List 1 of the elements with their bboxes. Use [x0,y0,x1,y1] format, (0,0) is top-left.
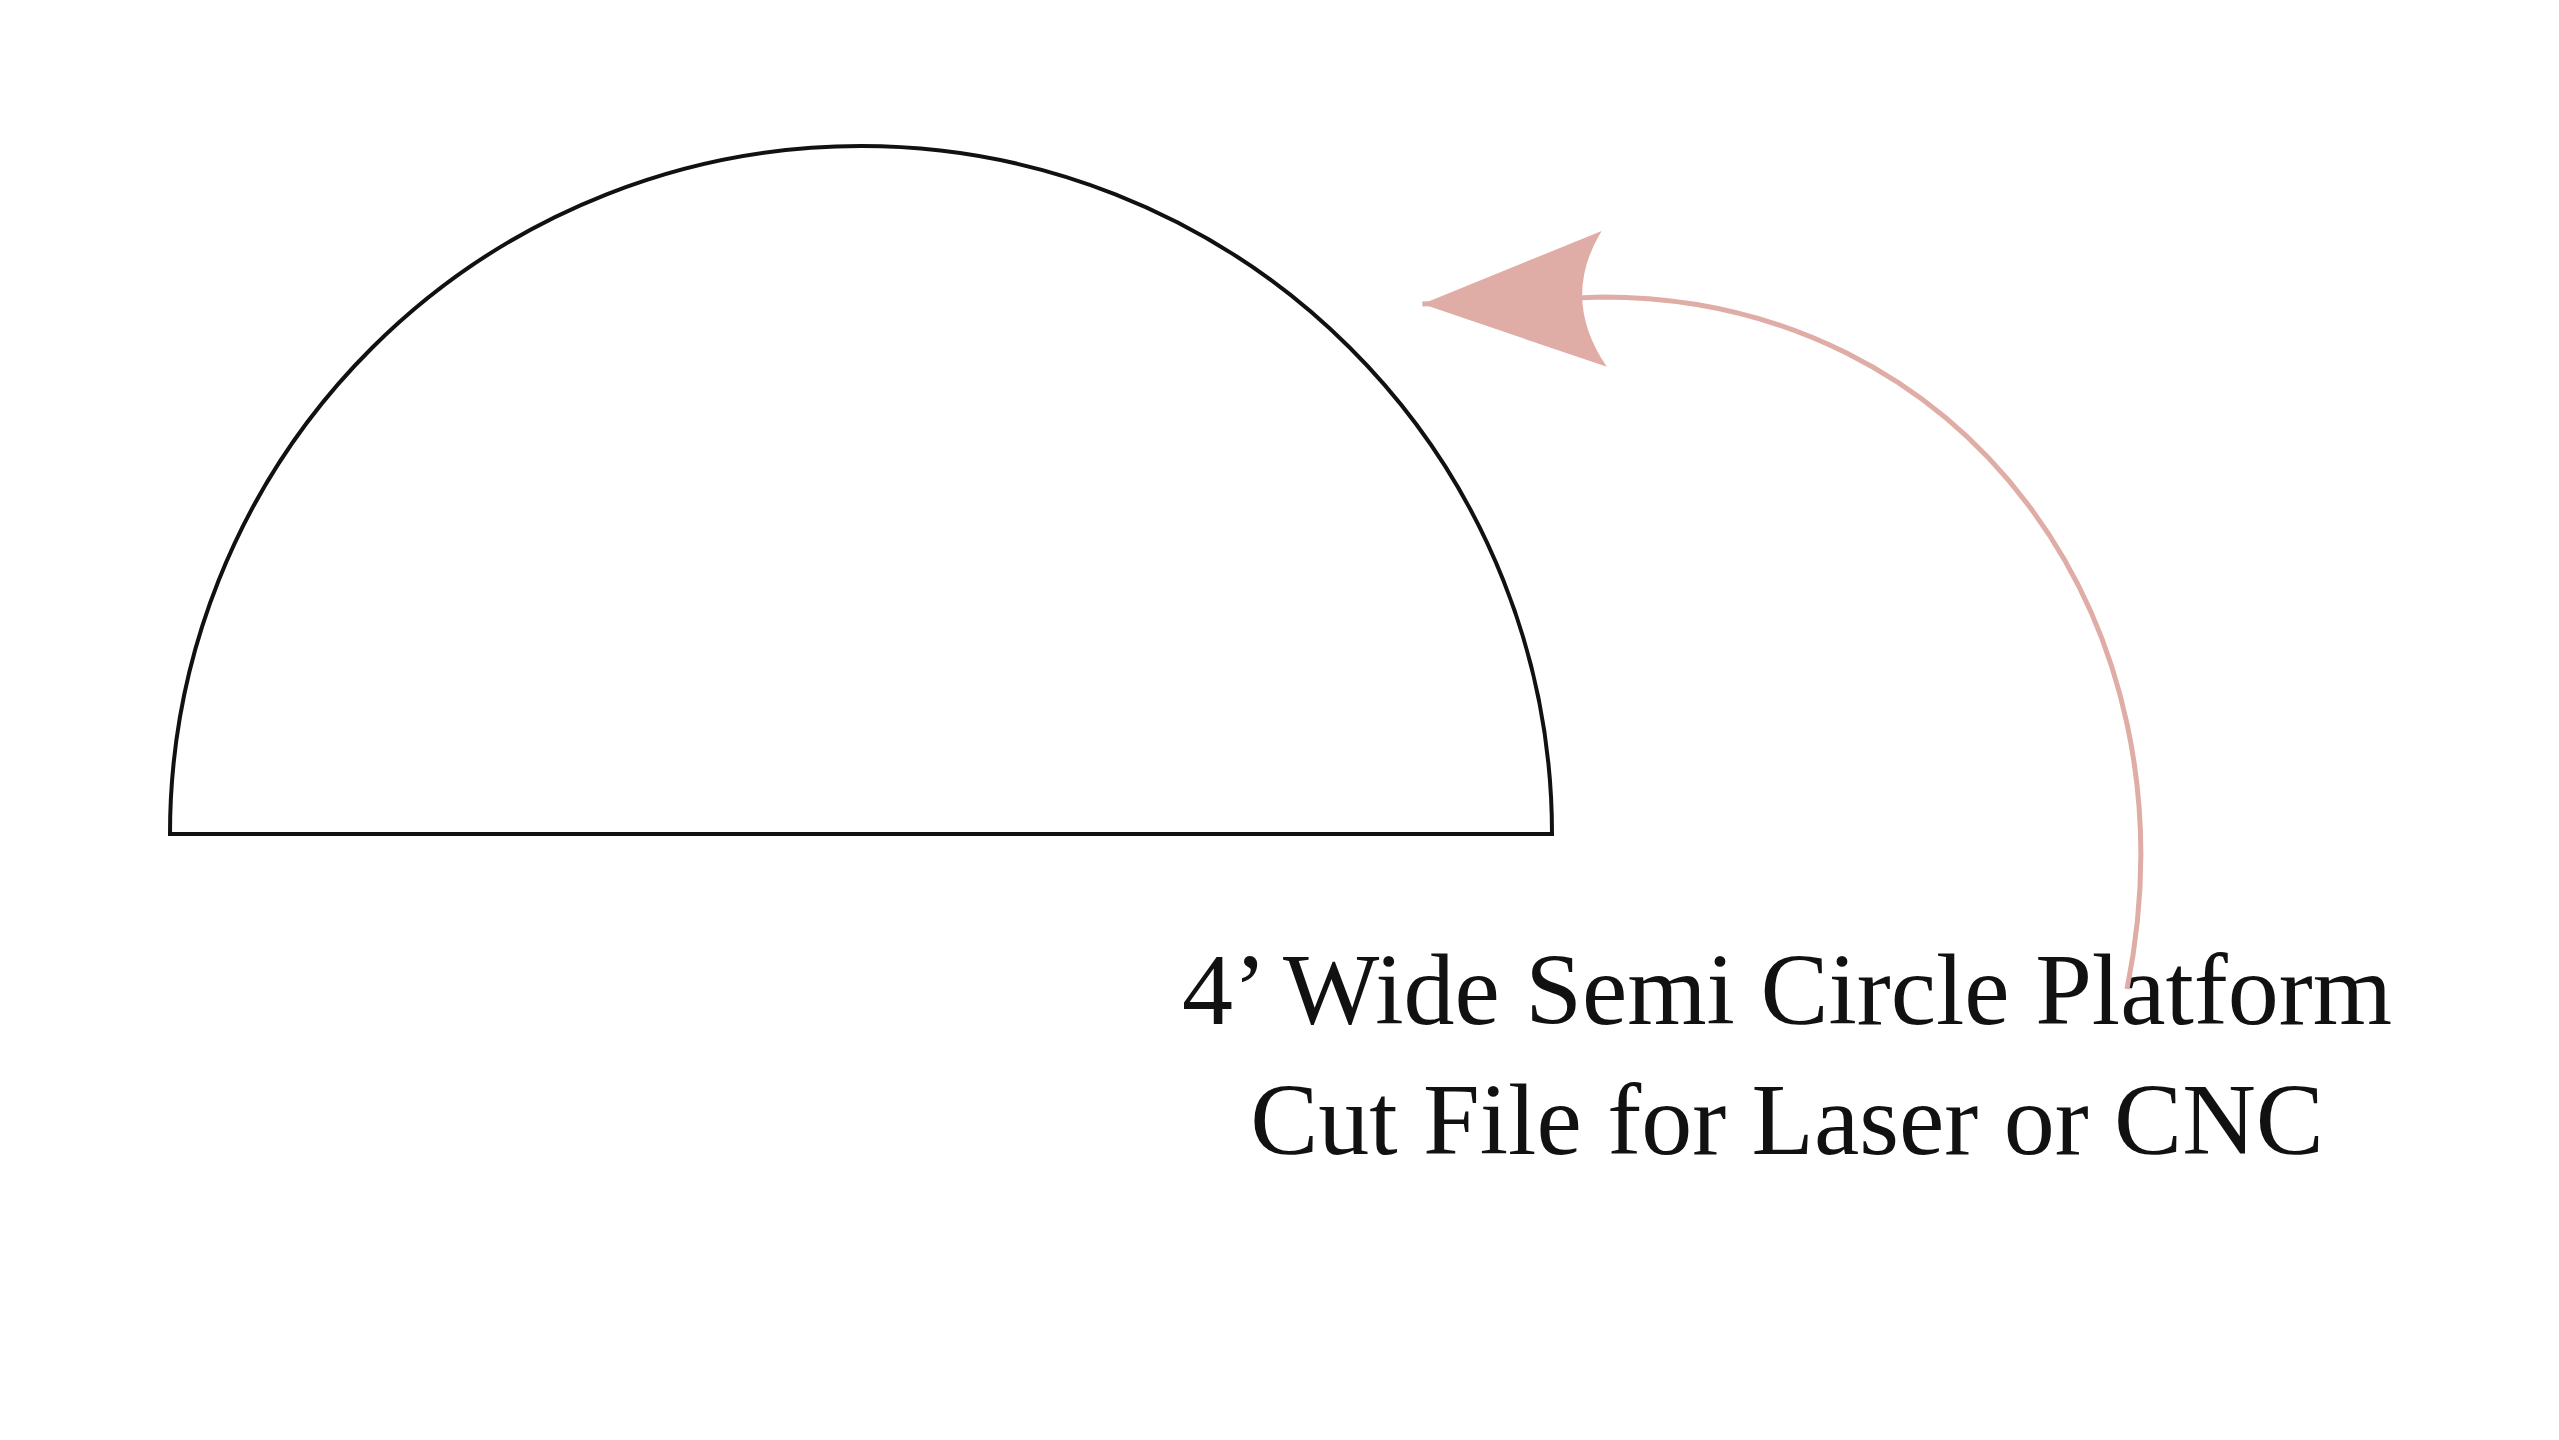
title-text: 4’ Wide Semi Circle Platform Cut File for Laser or CNC [1180,932,2394,1178]
